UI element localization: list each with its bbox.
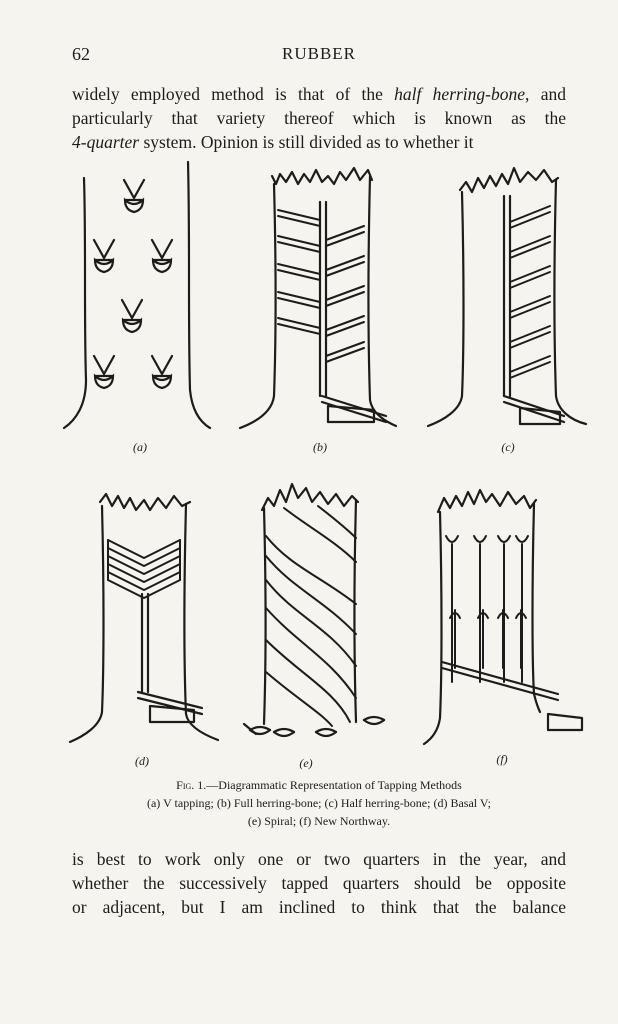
top-paragraph: widely employed method is that of the ha… xyxy=(72,82,566,154)
figure-label: Fig. 1. xyxy=(176,778,207,792)
text-line: widely employed method is that of the ha… xyxy=(72,84,566,104)
spiral-illustration xyxy=(242,482,386,738)
text-line: 4-quarter system. Opinion is still divid… xyxy=(72,132,474,152)
figure-panel-a-v-tapping: (a) xyxy=(60,160,220,460)
caption-line: (e) Spiral; (f) New Northway. xyxy=(247,814,391,828)
figure-panel-f-new-northway: (f) xyxy=(420,482,600,772)
text-line: particularly that variety thereof which … xyxy=(72,108,566,128)
figure-panel-c-half-herring-bone: (c) xyxy=(424,160,594,460)
v-tapping-illustration xyxy=(62,160,212,430)
page-header: 62 RUBBER xyxy=(72,44,566,68)
caption-title: —Diagrammatic Representation of Tapping … xyxy=(206,778,462,792)
text-line: or adjacent, but I am inclined to think … xyxy=(72,897,566,917)
running-head: RUBBER xyxy=(281,44,357,63)
emphasis-half-herring-bone: half herring-bone xyxy=(394,84,526,104)
caption-title-line: Fig. 1.—Diagrammatic Representation of T… xyxy=(72,776,566,794)
new-northway-illustration xyxy=(422,488,584,746)
page-number: 62 xyxy=(72,44,90,64)
panel-label-e: (e) xyxy=(299,756,313,770)
figure-panel-e-spiral: (e) xyxy=(240,476,400,776)
full-herring-bone-illustration xyxy=(238,166,398,430)
panel-label-d: (d) xyxy=(135,754,149,768)
text-line: is best to work only one or two quarters… xyxy=(72,849,566,869)
figure-caption: Fig. 1.—Diagrammatic Representation of T… xyxy=(72,776,566,830)
panel-label-c: (c) xyxy=(501,440,515,454)
bottom-paragraph: is best to work only one or two quarters… xyxy=(72,847,566,919)
basal-v-illustration xyxy=(68,492,220,744)
panel-label-b: (b) xyxy=(313,440,327,454)
emphasis-4-quarter: 4-quarter xyxy=(72,132,140,152)
panel-label-a: (a) xyxy=(133,440,147,454)
figure-panel-d-basal-v: (d) xyxy=(66,486,236,776)
figure-panel-b-full-herring-bone: (b) xyxy=(236,160,406,460)
panel-label-f: (f) xyxy=(496,752,508,766)
caption-line: (a) V tapping; (b) Full herring-bone; (c… xyxy=(146,796,491,810)
text-line: whether the successively tapped quarters… xyxy=(72,873,566,893)
half-herring-bone-illustration xyxy=(426,166,588,428)
